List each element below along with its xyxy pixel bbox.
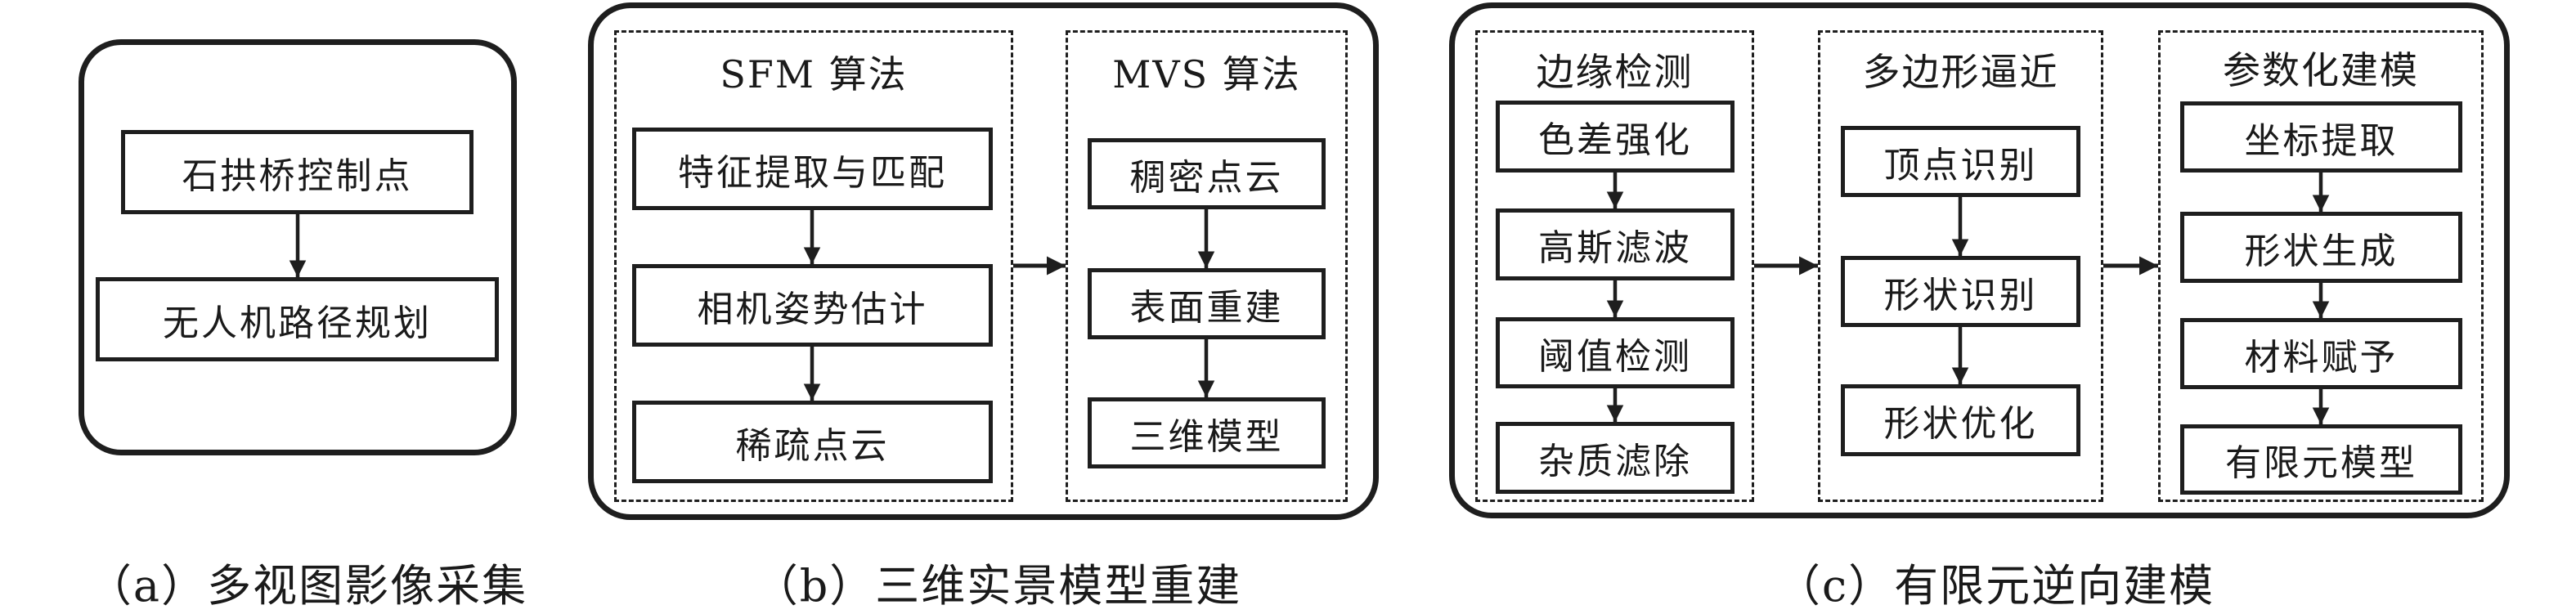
step-feature-extraction-matching: 特征提取与匹配: [632, 128, 993, 210]
group-mvs-title: MVS 算法: [1112, 52, 1301, 96]
step-gaussian-filtering: 高斯滤波: [1496, 208, 1735, 280]
step-surface-reconstruction: 表面重建: [1088, 268, 1326, 339]
step-material-assignment: 材料赋予: [2180, 318, 2462, 389]
step-color-difference-enhancement: 色差强化: [1496, 101, 1735, 173]
step-coordinate-extraction: 坐标提取: [2180, 101, 2462, 173]
step-vertex-recognition: 顶点识别: [1841, 126, 2080, 197]
step-shape-optimization: 形状优化: [1841, 384, 2080, 456]
step-camera-pose-estimation: 相机姿势估计: [632, 264, 993, 347]
group-parametric-modeling-title: 参数化建模: [2223, 48, 2419, 92]
group-polygon-approximation: [1818, 30, 2103, 502]
group-polygon-approximation-title: 多边形逼近: [1862, 50, 2059, 94]
step-sparse-point-cloud: 稀疏点云: [632, 401, 993, 483]
group-sfm-title: SFM 算法: [720, 52, 908, 96]
step-shape-recognition: 形状识别: [1841, 256, 2080, 327]
step-shape-generation: 形状生成: [2180, 212, 2462, 283]
panel-b-frame: [588, 2, 1379, 520]
step-stone-arch-control-points: 石拱桥控制点: [121, 130, 473, 214]
group-parametric-modeling: [2158, 30, 2484, 502]
step-impurity-removal: 杂质滤除: [1496, 422, 1735, 494]
step-threshold-detection: 阈值检测: [1496, 317, 1735, 388]
caption-b: （b）三维实景模型重建: [753, 560, 1242, 612]
group-mvs: [1066, 30, 1348, 502]
step-3d-model: 三维模型: [1088, 397, 1326, 468]
group-edge-detection-title: 边缘检测: [1536, 50, 1694, 94]
panel-a-frame: [79, 39, 517, 455]
step-dense-point-cloud: 稠密点云: [1088, 138, 1326, 209]
group-sfm: [614, 30, 1013, 502]
caption-a: （a）多视图影像采集: [87, 560, 528, 612]
caption-c: （c）有限元逆向建模: [1775, 560, 2215, 612]
group-edge-detection: [1475, 30, 1754, 502]
step-finite-element-model: 有限元模型: [2180, 424, 2462, 495]
panel-c-frame: [1449, 2, 2510, 518]
step-uav-path-planning: 无人机路径规划: [96, 277, 499, 361]
